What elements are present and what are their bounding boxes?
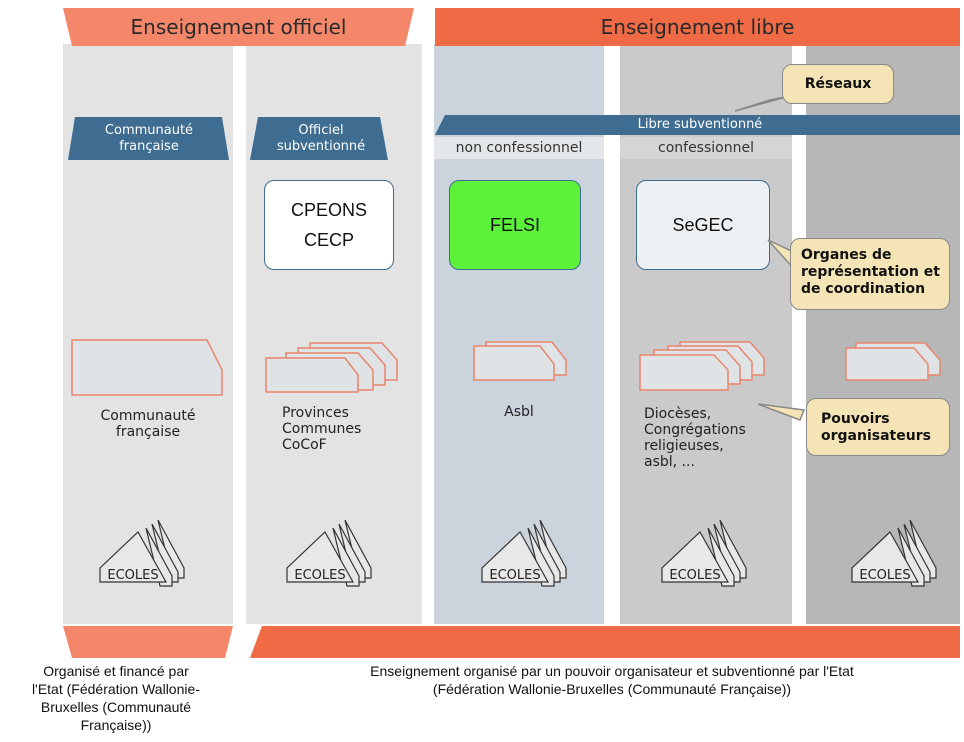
banner-officiel: Enseignement officiel — [130, 15, 347, 39]
column-autre — [806, 44, 960, 624]
school-label-4: ECOLES — [669, 568, 721, 583]
school-label-5: ECOLES — [859, 568, 911, 583]
school-label-3: ECOLES — [489, 568, 541, 583]
footer-officiel-description: Organisé et financé par l'Etat (Fédérati… — [32, 663, 200, 733]
organiser-label-asbl: Asbl — [504, 404, 534, 420]
banner-libre: Enseignement libre — [600, 15, 795, 39]
box-cecp-label: CECP — [303, 230, 354, 250]
label-non-confessionnel: non confessionnel — [434, 137, 604, 159]
callout-organes: Organes de représentation et de coordina… — [790, 238, 950, 310]
label-confessionnel: confessionnel — [620, 137, 792, 159]
organiser-label-communaute: Communauté française — [100, 408, 196, 440]
school-label-2: ECOLES — [294, 568, 346, 583]
school-shapes — [99, 519, 937, 587]
organiser-label-provinces: Provinces Communes CoCoF — [282, 405, 362, 453]
box-cpeons-label: CPEONS — [290, 200, 368, 220]
footer-libre-description: Enseignement organisé par un pouvoir org… — [370, 663, 854, 697]
callout-reseaux: Réseaux — [782, 64, 894, 104]
box-segec: SeGEC — [636, 180, 770, 270]
organiser-shapes — [71, 339, 941, 396]
bottom-bars — [63, 626, 960, 658]
box-felsi: FELSI — [449, 180, 581, 270]
organiser-label-dioceses: Diocèses, Congrégations religieuses, asb… — [644, 406, 746, 470]
tab-libre-subventionne: Libre subventionné — [637, 117, 763, 132]
box-segec-label: SeGEC — [672, 215, 734, 235]
tab-communaute-francaise: Communauté française — [104, 123, 194, 154]
banner-officiel-shape — [63, 8, 960, 46]
tab-officiel-subventionne: Officiel subventionné — [276, 123, 366, 154]
school-label-1: ECOLES — [107, 568, 159, 583]
tab-shapes — [68, 115, 960, 160]
box-felsi-label: FELSI — [489, 215, 541, 235]
callout-pouvoirs: Pouvoirs organisateurs — [806, 398, 950, 456]
box-cpeons-cecp: CPEONS CECP — [264, 180, 394, 270]
